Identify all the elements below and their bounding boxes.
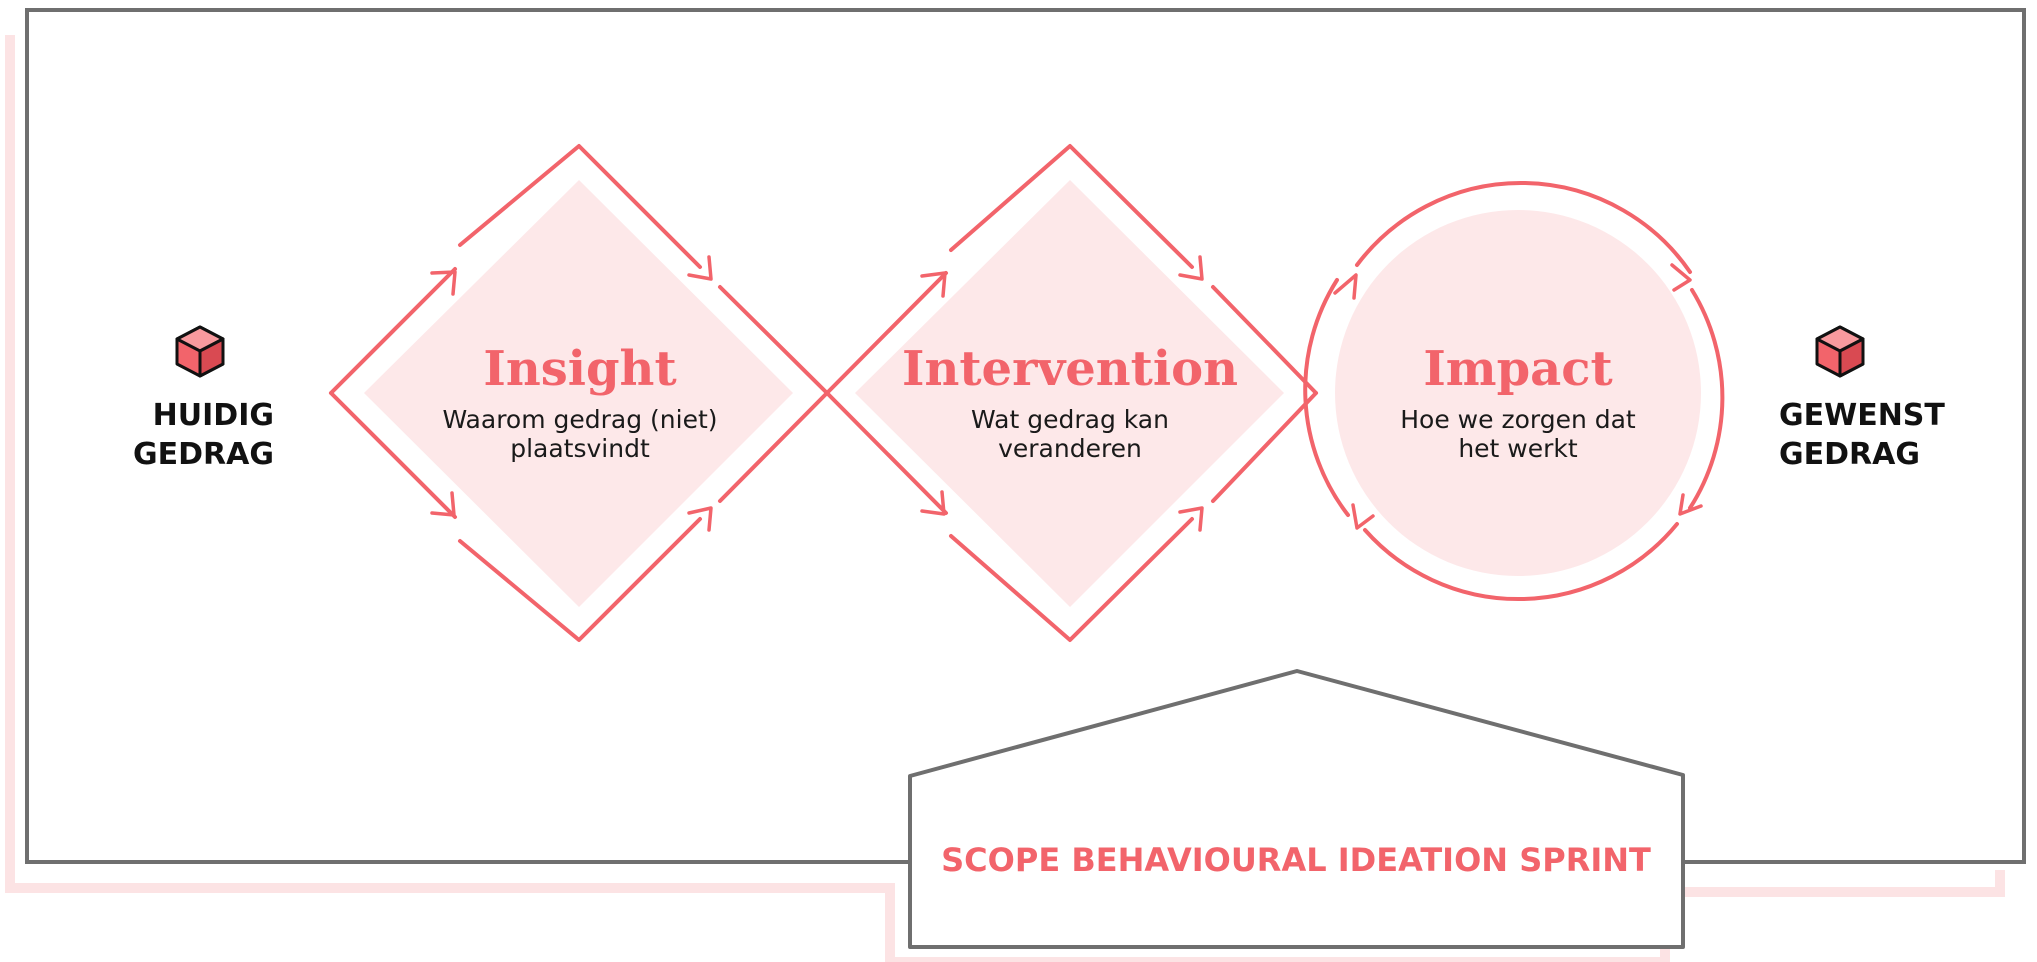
- current-behaviour-line1: HUIDIG: [153, 398, 274, 433]
- arrow-icon: [687, 255, 713, 281]
- arrow-icon: [430, 270, 457, 296]
- stage-sub-intervention-1: Wat gedrag kan: [971, 405, 1169, 434]
- arrow-icon: [430, 491, 456, 517]
- stage-title-insight: Insight: [483, 341, 676, 397]
- frame-shadow: [5, 35, 2005, 962]
- scope-box: [908, 669, 1685, 949]
- scope-label: SCOPE BEHAVIOURAL IDEATION SPRINT: [941, 841, 1651, 879]
- stage-sub-insight-2: plaatsvindt: [510, 434, 650, 463]
- stage-sub-impact-1: Hoe we zorgen dat: [1400, 405, 1636, 434]
- arrow-icon: [1351, 503, 1375, 530]
- desired-behaviour-line1: GEWENST: [1779, 398, 1945, 433]
- current-behaviour-line2: GEDRAG: [133, 437, 274, 472]
- intervention-diamond: [825, 144, 1318, 642]
- desired-behaviour-line2: GEDRAG: [1779, 437, 1920, 472]
- arrow-icon: [1678, 493, 1703, 516]
- stage-sub-impact-2: het werkt: [1458, 434, 1578, 463]
- impact-circle: [1303, 181, 1725, 602]
- arrow-icon: [920, 490, 946, 516]
- arrow-icon: [1333, 273, 1358, 300]
- cube-icon: [1815, 325, 1865, 378]
- arrow-icon: [1670, 263, 1692, 292]
- arrow-icon: [687, 506, 713, 532]
- arrow-icon: [1178, 255, 1204, 281]
- cube-icon: [175, 325, 225, 378]
- stage-sub-insight-1: Waarom gedrag (niet): [442, 405, 717, 434]
- stage-title-impact: Impact: [1423, 341, 1612, 397]
- arrow-icon: [920, 271, 947, 298]
- insight-diamond: [329, 144, 829, 642]
- stage-sub-intervention-2: veranderen: [998, 434, 1142, 463]
- stage-title-intervention: Intervention: [902, 341, 1238, 397]
- arrow-icon: [1178, 506, 1204, 532]
